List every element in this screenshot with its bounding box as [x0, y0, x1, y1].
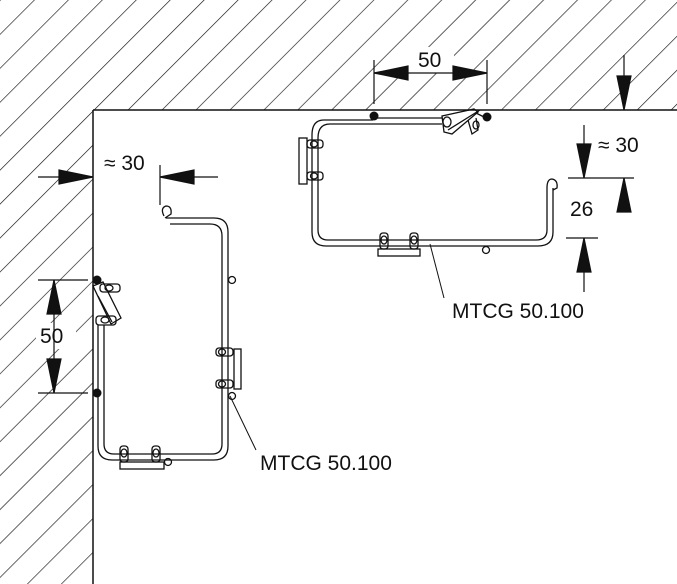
anchor-point: [482, 112, 492, 122]
top-offset-dim-text: ≈ 30: [598, 134, 639, 157]
top-part-label: MTCG 50.100: [452, 300, 584, 323]
left-leader-line: [229, 395, 257, 451]
left-part-label: MTCG 50.100: [260, 452, 392, 475]
top-cable-tray: [298, 108, 558, 257]
dim-text-mask: [100, 151, 156, 177]
left-dimensions: [38, 165, 218, 394]
dim-text-mask: [408, 47, 454, 73]
anchor-point: [92, 388, 102, 398]
dim-text-mask: [36, 323, 76, 349]
top-height-dim-text: 26: [570, 198, 593, 221]
top-dimensions: [373, 55, 634, 292]
top-width-dim-text: 50: [418, 49, 441, 72]
left-height-dim-text: 50: [40, 325, 63, 348]
anchor-point: [92, 275, 102, 285]
top-leader-line: [429, 243, 445, 299]
left-cable-tray: [92, 205, 242, 470]
anchor-point: [369, 111, 379, 121]
left-offset-dim-text: ≈ 30: [104, 152, 145, 175]
